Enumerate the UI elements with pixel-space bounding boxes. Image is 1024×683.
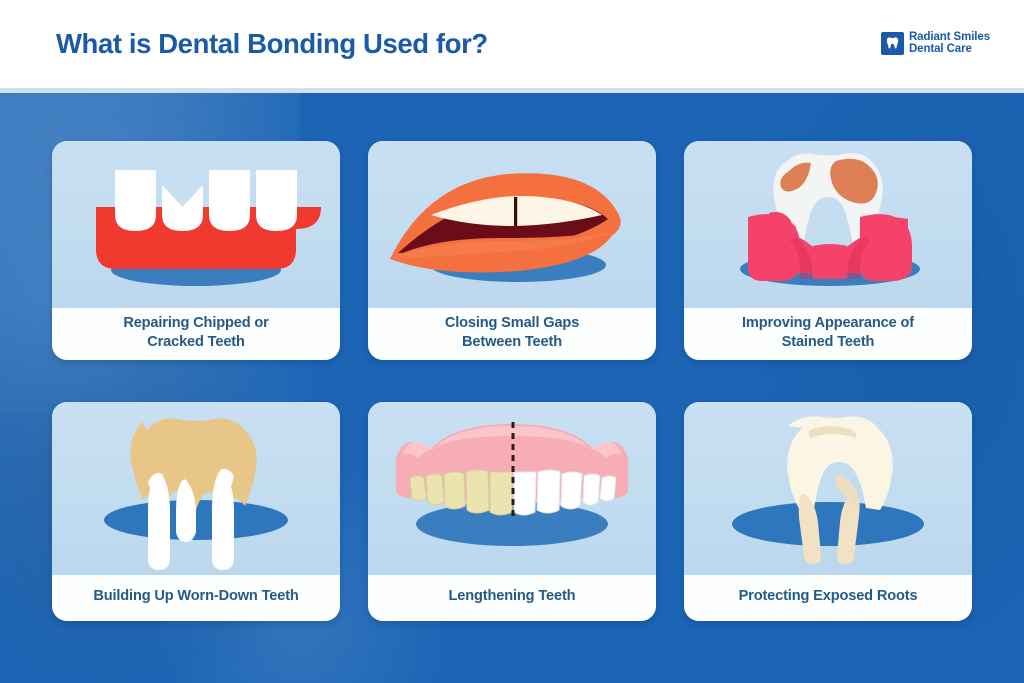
page-title: What is Dental Bonding Used for? (56, 28, 488, 59)
tooth-icon (880, 31, 904, 55)
card-building-up-worn-down-teeth[interactable]: Building Up Worn-Down Teeth (52, 402, 340, 621)
brand-line-2: Dental Care (908, 43, 972, 56)
card-lengthening-teeth[interactable]: Lengthening Teeth (368, 402, 656, 621)
chipped-teeth-icon (52, 141, 340, 308)
worn-tooth-icon (52, 402, 340, 575)
card-protecting-exposed-roots[interactable]: Protecting Exposed Roots (684, 402, 972, 621)
card-label: Building Up Worn-Down Teeth (52, 575, 340, 621)
brand-name: Radiant Smiles Dental Care (909, 31, 990, 56)
card-label: Lengthening Teeth (368, 575, 656, 621)
card-label: Protecting Exposed Roots (684, 575, 972, 621)
stained-molar-icon (684, 141, 972, 308)
page-header: What is Dental Bonding Used for? Radiant… (0, 0, 1024, 93)
card-label-text: Building Up Worn-Down Teeth (93, 588, 299, 605)
brand-logo: Radiant Smiles Dental Care (880, 31, 990, 56)
lips-gap-icon (368, 141, 656, 308)
card-label-text: Lengthening Teeth (448, 588, 576, 605)
exposed-root-tooth-icon (684, 402, 972, 575)
brand-line-1: Radiant Smiles (908, 31, 990, 43)
denture-comparison-icon (368, 402, 656, 575)
card-label-text: Protecting Exposed Roots (738, 588, 918, 605)
header-divider (0, 88, 1024, 93)
